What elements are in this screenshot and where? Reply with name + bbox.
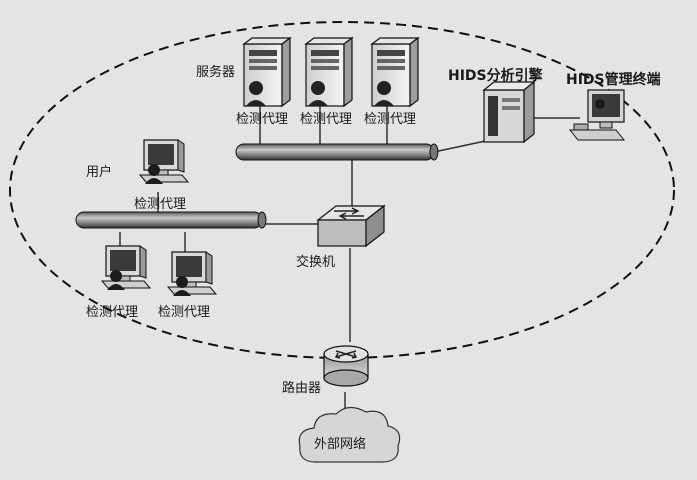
server-agent-label: 检测代理 <box>236 112 288 127</box>
user-pc-icon <box>167 251 217 297</box>
router-icon <box>323 345 369 387</box>
cloud-icon <box>298 406 401 463</box>
switch-label: 交换机 <box>296 254 335 270</box>
hids-engine-label: HIDS分析引擎 <box>448 67 543 84</box>
user-pc-icon <box>101 245 151 291</box>
user-pc-icon <box>139 139 189 185</box>
server-icon <box>243 37 291 107</box>
hids-engine-icon <box>482 80 536 144</box>
hids-terminal-icon <box>568 89 626 141</box>
internet-label: 外部网络 <box>314 436 366 452</box>
server-agent-label: 检测代理 <box>300 112 352 127</box>
user-agent-label: 检测代理 <box>134 197 186 212</box>
server-icon <box>371 37 419 107</box>
router-label: 路由器 <box>282 380 321 396</box>
server-agent-label: 检测代理 <box>364 112 416 127</box>
switch-icon <box>316 204 386 248</box>
user-bus <box>75 211 267 229</box>
server-bus <box>235 143 439 161</box>
servers-label: 服务器 <box>196 64 235 80</box>
users-label: 用户 <box>86 164 112 180</box>
hids-terminal-label: HIDS管理终端 <box>566 71 661 88</box>
user-agent-label: 检测代理 <box>158 305 210 320</box>
user-agent-label: 检测代理 <box>86 305 138 320</box>
server-icon <box>305 37 353 107</box>
